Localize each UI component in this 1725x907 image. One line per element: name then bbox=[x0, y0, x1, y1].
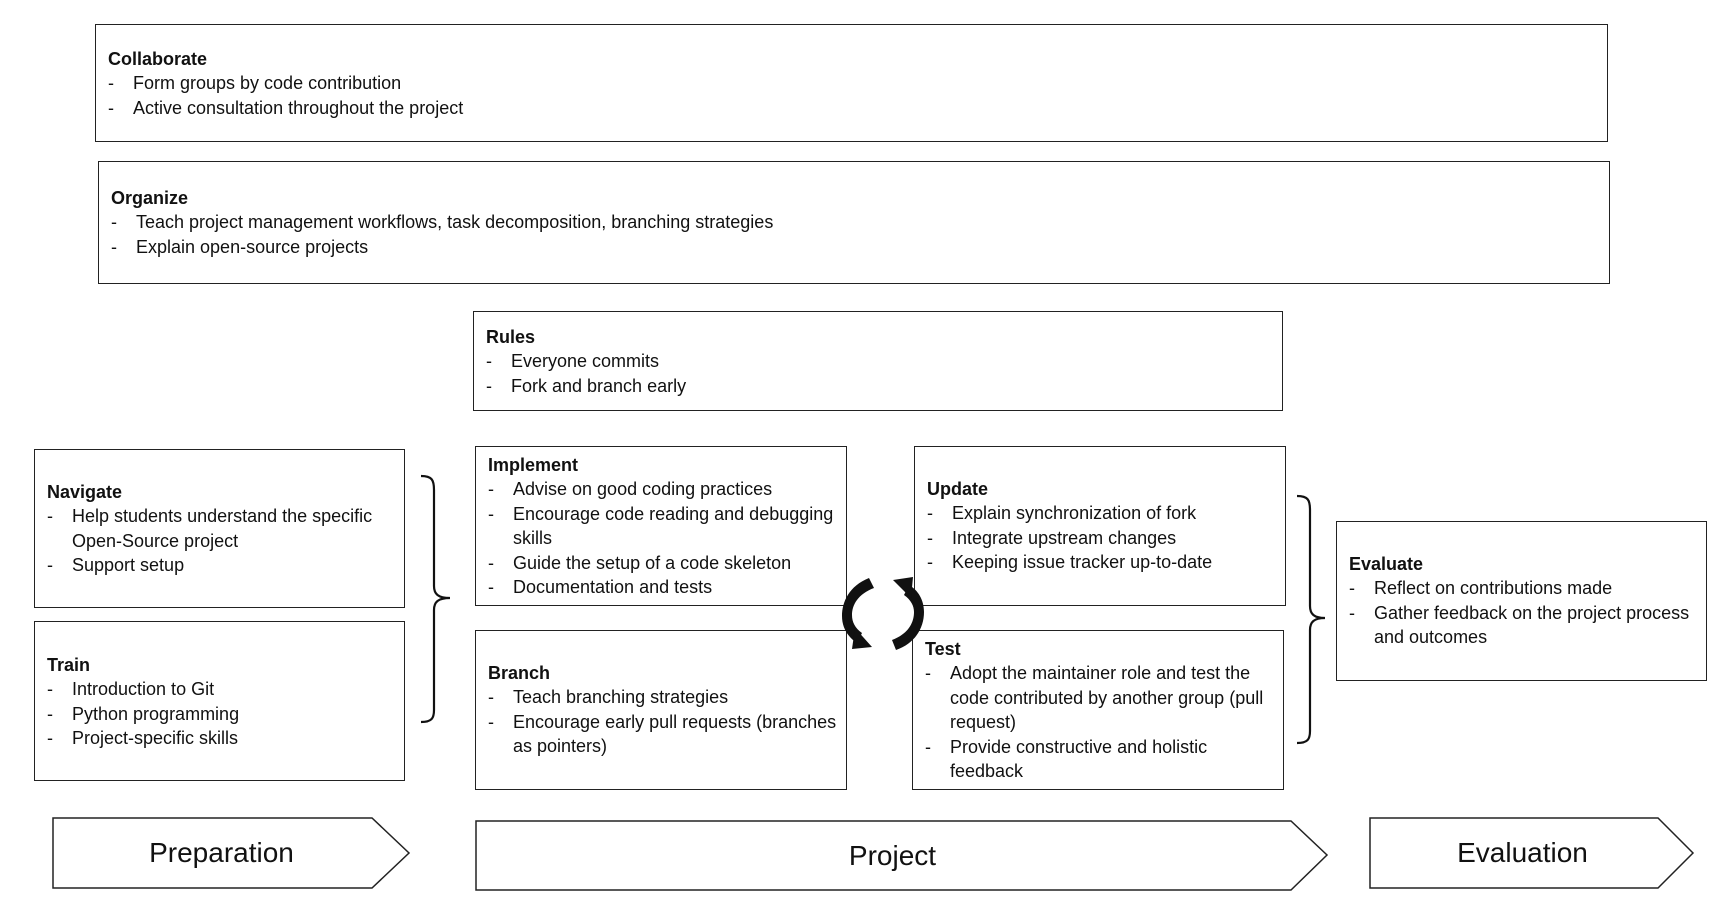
list-item: Help students understand the specific Op… bbox=[47, 504, 396, 553]
collaborate-title: Collaborate bbox=[108, 49, 208, 69]
preparation-phase-label: Preparation bbox=[149, 837, 294, 868]
train-title: Train bbox=[47, 655, 91, 675]
navigate-box: Navigate Help students understand the sp… bbox=[34, 449, 405, 608]
collaborate-box: Collaborate Form groups by code contribu… bbox=[95, 24, 1608, 142]
list-item: Encourage early pull requests (branches … bbox=[488, 710, 838, 759]
project-phase-label: Project bbox=[848, 840, 937, 871]
list-item: Encourage code reading and debugging ski… bbox=[488, 502, 838, 551]
list-item: Keeping issue tracker up-to-date bbox=[927, 550, 1277, 575]
list-item: Adopt the maintainer role and test the c… bbox=[925, 661, 1275, 735]
list-item: Teach project management workflows, task… bbox=[111, 210, 1601, 235]
list-item: Explain synchronization of fork bbox=[927, 501, 1277, 526]
list-item: Support setup bbox=[47, 553, 396, 578]
update-box: Update Explain synchronization of fork I… bbox=[914, 446, 1286, 606]
evaluate-list: Reflect on contributions made Gather fee… bbox=[1349, 576, 1698, 650]
preparation-brace bbox=[420, 474, 451, 724]
evaluation-phase-arrow[interactable] bbox=[1369, 817, 1695, 889]
collaborate-list: Form groups by code contribution Active … bbox=[108, 71, 1599, 120]
test-title: Test bbox=[925, 639, 961, 659]
organize-title: Organize bbox=[111, 188, 189, 208]
rules-list: Everyone commits Fork and branch early bbox=[486, 349, 1274, 398]
preparation-phase-arrow[interactable] bbox=[52, 817, 411, 889]
organize-box: Organize Teach project management workfl… bbox=[98, 161, 1610, 284]
rules-box: Rules Everyone commits Fork and branch e… bbox=[473, 311, 1283, 411]
list-item: Form groups by code contribution bbox=[108, 71, 1599, 96]
train-box: Train Introduction to Git Python program… bbox=[34, 621, 405, 781]
navigate-title: Navigate bbox=[47, 482, 123, 502]
test-list: Adopt the maintainer role and test the c… bbox=[925, 661, 1275, 784]
navigate-list: Help students understand the specific Op… bbox=[47, 504, 396, 578]
list-item: Reflect on contributions made bbox=[1349, 576, 1698, 601]
list-item: Project-specific skills bbox=[47, 726, 396, 751]
implement-box: Implement Advise on good coding practice… bbox=[475, 446, 847, 606]
cycle-arrows-icon bbox=[842, 577, 924, 650]
list-item: Everyone commits bbox=[486, 349, 1274, 374]
list-item: Advise on good coding practices bbox=[488, 477, 838, 502]
project-phase-arrow[interactable] bbox=[475, 820, 1329, 891]
implement-list: Advise on good coding practices Encourag… bbox=[488, 477, 838, 600]
list-item: Introduction to Git bbox=[47, 677, 396, 702]
branch-title: Branch bbox=[488, 663, 551, 683]
branch-box: Branch Teach branching strategies Encour… bbox=[475, 630, 847, 790]
train-list: Introduction to Git Python programming P… bbox=[47, 677, 396, 751]
implement-title: Implement bbox=[488, 455, 579, 475]
evaluation-brace bbox=[1296, 494, 1326, 745]
list-item: Teach branching strategies bbox=[488, 685, 838, 710]
evaluation-phase-label: Evaluation bbox=[1457, 837, 1588, 868]
list-item: Documentation and tests bbox=[488, 575, 838, 600]
list-item: Explain open-source projects bbox=[111, 235, 1601, 260]
list-item: Python programming bbox=[47, 702, 396, 727]
branch-list: Teach branching strategies Encourage ear… bbox=[488, 685, 838, 759]
list-item: Active consultation throughout the proje… bbox=[108, 96, 1599, 121]
list-item: Integrate upstream changes bbox=[927, 526, 1277, 551]
update-title: Update bbox=[927, 479, 989, 499]
organize-list: Teach project management workflows, task… bbox=[111, 210, 1601, 259]
test-box: Test Adopt the maintainer role and test … bbox=[912, 630, 1284, 790]
evaluate-title: Evaluate bbox=[1349, 554, 1424, 574]
list-item: Gather feedback on the project process a… bbox=[1349, 601, 1698, 650]
list-item: Provide constructive and holistic feedba… bbox=[925, 735, 1275, 784]
update-list: Explain synchronization of fork Integrat… bbox=[927, 501, 1277, 575]
rules-title: Rules bbox=[486, 327, 536, 347]
list-item: Guide the setup of a code skeleton bbox=[488, 551, 838, 576]
evaluate-box: Evaluate Reflect on contributions made G… bbox=[1336, 521, 1707, 681]
list-item: Fork and branch early bbox=[486, 374, 1274, 399]
